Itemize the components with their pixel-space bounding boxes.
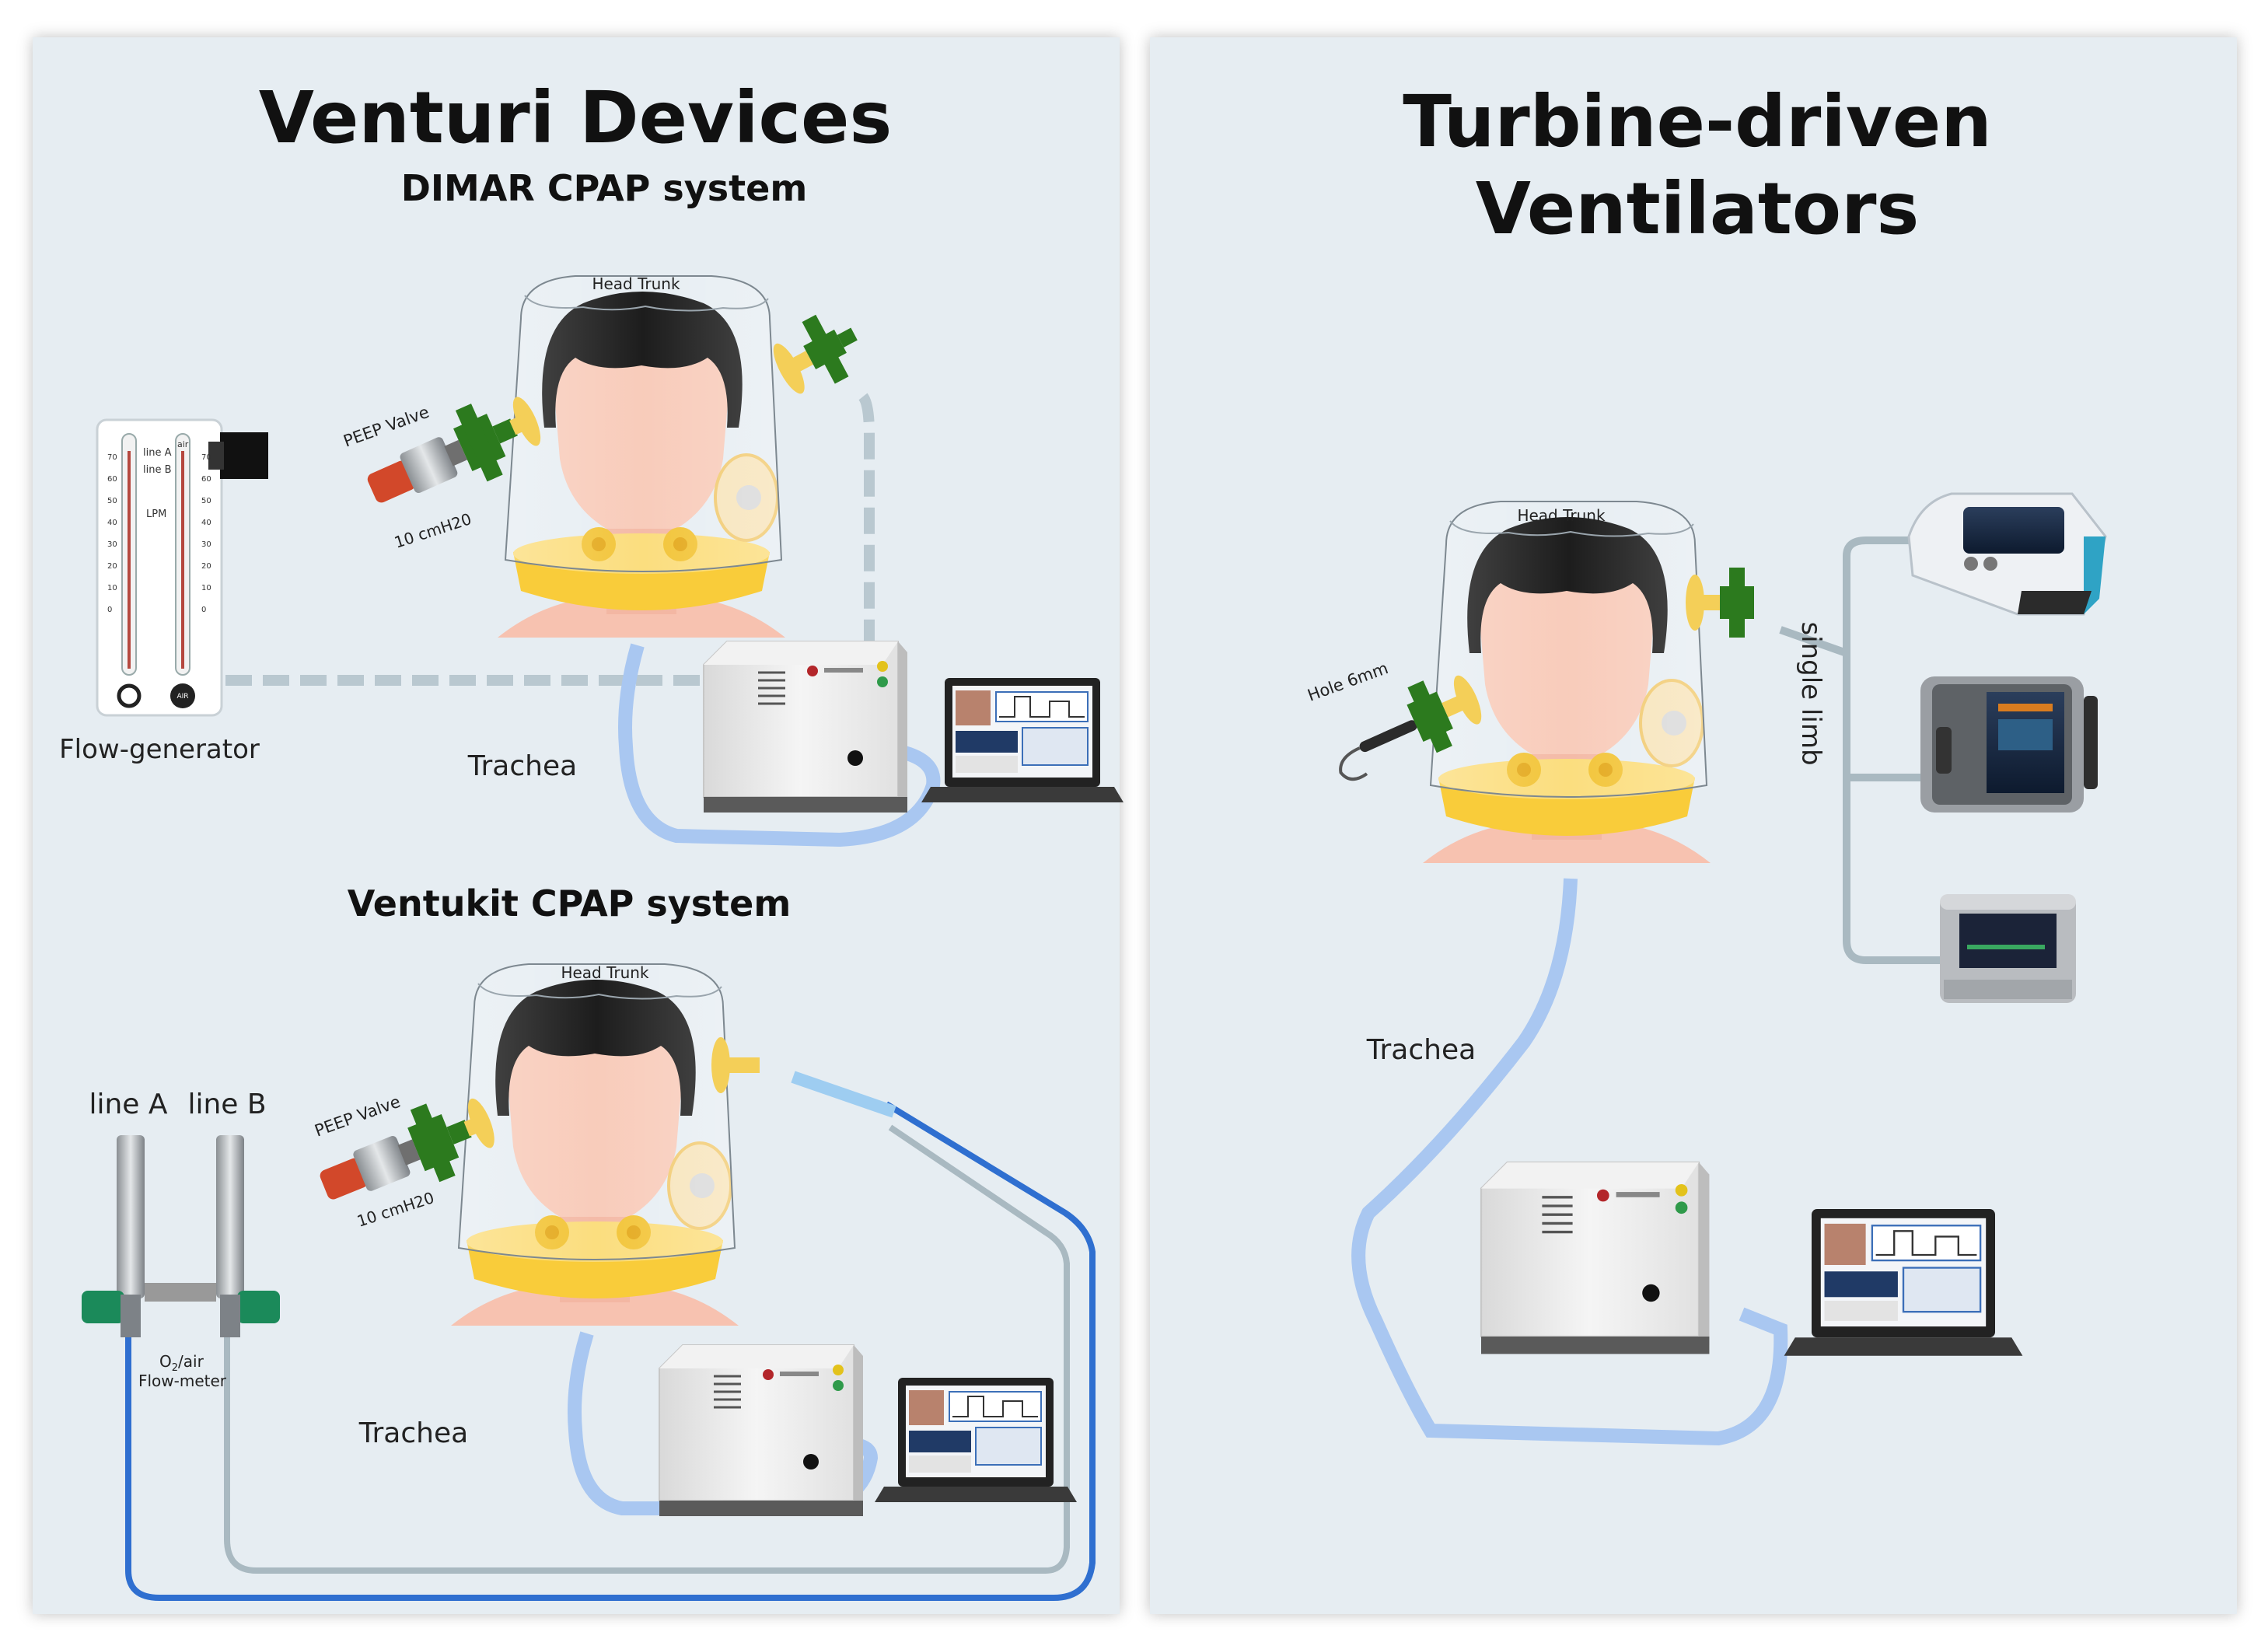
dimar-return-line xyxy=(858,393,875,684)
svg-text:70: 70 xyxy=(201,453,211,462)
ventukit-trachea-hose xyxy=(568,1331,879,1515)
svg-text:60: 60 xyxy=(201,475,211,484)
gauge-air-knob: AIR xyxy=(176,693,188,701)
dimar-lung-simulator xyxy=(702,640,909,814)
ventukit-lung-simulator xyxy=(658,1344,865,1518)
ventukit-peep-pressure: 10 cmH20 xyxy=(355,1188,436,1231)
dimar-peep-label: PEEP Valve xyxy=(341,403,432,451)
dimar-trachea-label: Trachea xyxy=(467,750,577,782)
svg-text:40: 40 xyxy=(107,519,117,527)
svg-text:50: 50 xyxy=(107,497,117,505)
hole-port xyxy=(1339,675,1482,781)
svg-text:10: 10 xyxy=(107,584,117,592)
svg-text:60: 60 xyxy=(107,475,117,484)
dimar-head-trunk-label: Head Trunk xyxy=(592,274,680,293)
ventukit-line-b-hose xyxy=(224,1124,1070,1574)
single-limb-label: single limb xyxy=(1795,621,1826,765)
svg-text:20: 20 xyxy=(201,562,211,571)
gauge-air-label: air xyxy=(177,439,189,449)
ventukit-line-b-label: line B xyxy=(187,1089,266,1120)
dimar-peep-pressure: 10 cmH20 xyxy=(392,509,474,552)
turbine-title-line2: Ventilators xyxy=(1476,167,1920,250)
ventukit-head-hood xyxy=(449,963,740,1327)
turbine-ventilator-3 xyxy=(1940,894,2076,1003)
svg-text:70: 70 xyxy=(107,453,117,462)
dimar-title: DIMAR CPAP system xyxy=(401,167,808,209)
gauge-line-b: line B xyxy=(143,464,172,476)
svg-text:30: 30 xyxy=(107,540,117,549)
turbine-lung-simulator xyxy=(1480,1161,1711,1356)
flowmeter-gas-label: O2/air xyxy=(159,1352,204,1374)
svg-text:30: 30 xyxy=(201,540,211,549)
ventukit-outlet-port xyxy=(711,1037,760,1093)
o2-air-flowmeter xyxy=(82,1135,280,1337)
single-limb-hose-mid xyxy=(1843,653,1920,781)
turbine-title-line1: Turbine-driven xyxy=(1403,80,1992,163)
ventukit-peep-label: PEEP Valve xyxy=(313,1092,404,1141)
svg-text:50: 50 xyxy=(201,497,211,505)
svg-text:20: 20 xyxy=(107,562,117,571)
single-limb-hose-top xyxy=(1779,536,1928,659)
turbine-ventilator-2 xyxy=(1920,676,2098,813)
ventukit-title: Ventukit CPAP system xyxy=(348,882,792,924)
dimar-trachea-hose xyxy=(618,643,941,847)
dimar-head-hood xyxy=(496,274,787,639)
ventukit-line-a-hose xyxy=(125,1101,1096,1601)
dimar-outlet-port xyxy=(764,302,871,404)
venturi-title: Venturi Devices xyxy=(259,76,892,159)
svg-text:10: 10 xyxy=(201,584,211,592)
turbine-trachea-hose xyxy=(1351,878,1788,1446)
svg-text:40: 40 xyxy=(201,519,211,527)
dimar-laptop xyxy=(921,677,1124,803)
turbine-head-trunk-label: Head Trunk xyxy=(1517,506,1606,525)
flow-generator-scale: 70 60 50 40 30 20 10 0 70 60 50 40 30 20… xyxy=(107,453,211,614)
ventukit-head-trunk-label: Head Trunk xyxy=(561,963,649,982)
turbine-laptop xyxy=(1783,1207,2024,1357)
turbine-outlet-port xyxy=(1686,568,1754,638)
single-limb-hose-bottom xyxy=(1843,778,1940,964)
turbine-ventilator-1 xyxy=(1907,492,2107,616)
ventukit-laptop xyxy=(874,1377,1078,1503)
ventukit-venturi-mixer xyxy=(791,1071,896,1118)
gauge-unit: LPM xyxy=(146,508,166,520)
turbine-trachea-label: Trachea xyxy=(1366,1034,1476,1066)
gauge-line-a: line A xyxy=(143,447,172,459)
svg-text:0: 0 xyxy=(107,606,112,614)
flowmeter-label: Flow-meter xyxy=(138,1372,227,1390)
flow-generator xyxy=(96,418,268,717)
svg-text:0: 0 xyxy=(201,606,206,614)
hole-label: Hole 6mm xyxy=(1305,659,1391,705)
ventukit-line-a-label: line A xyxy=(89,1089,167,1120)
ventukit-trachea-label: Trachea xyxy=(358,1417,468,1449)
flow-generator-label: Flow-generator xyxy=(59,734,260,765)
